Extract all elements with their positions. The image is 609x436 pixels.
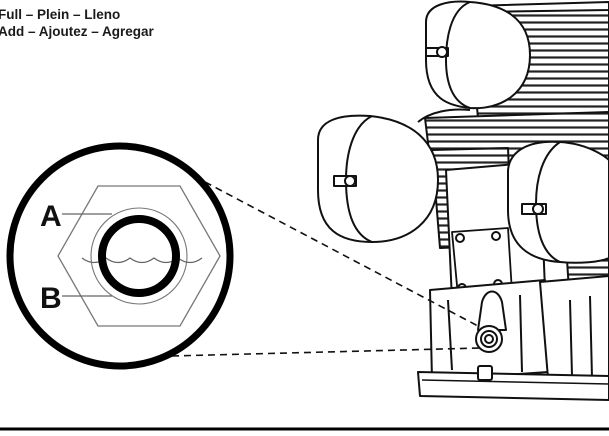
sight-glass-ring — [98, 215, 180, 297]
callout-b-label: B — [40, 282, 62, 315]
callout-a-label: A — [40, 200, 62, 233]
legend-add-line: Add – Ajoutez – Agregar — [0, 24, 154, 39]
sight-glass-detail-view: A B — [6, 142, 234, 370]
oil-level-legend: Full – Plein – Lleno Add – Ajoutez – Agr… — [0, 6, 154, 40]
hex-nut-outline — [57, 185, 221, 327]
legend-full-line: Full – Plein – Lleno — [0, 7, 121, 22]
compressor-pump-drawing — [317, 0, 609, 401]
detail-leader-lines — [171, 181, 481, 357]
